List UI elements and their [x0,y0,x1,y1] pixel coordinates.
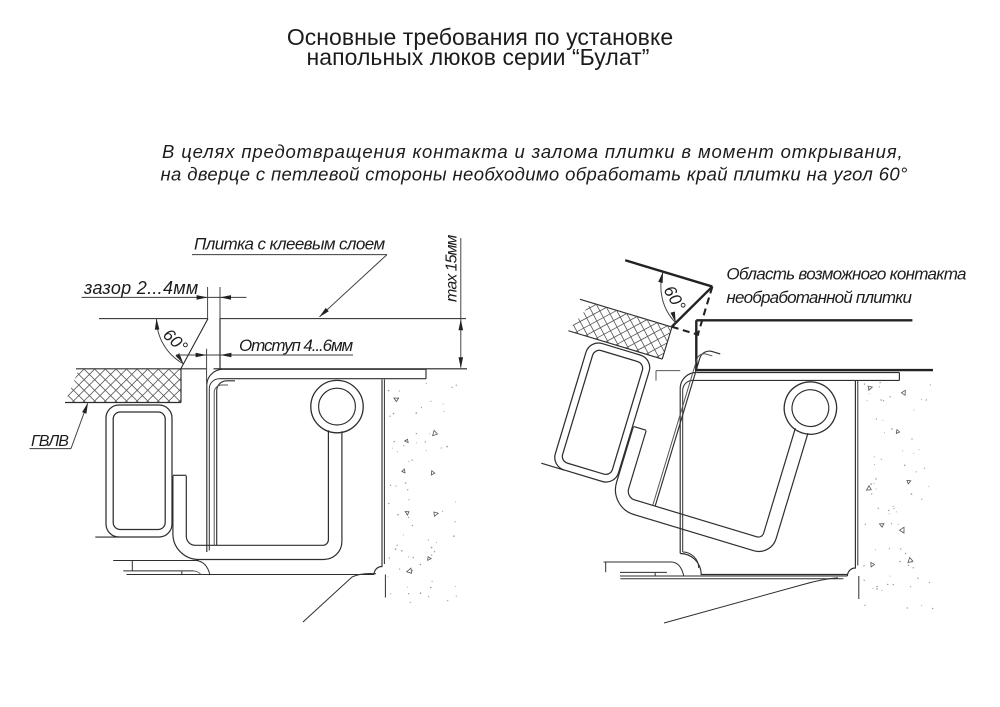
svg-text:max 15мм: max 15мм [444,235,461,302]
svg-text:необработанной плитки: необработанной плитки [726,288,912,307]
svg-text:Отступ 4...6мм: Отступ 4...6мм [239,336,353,355]
svg-text:Основные требования по установ: Основные требования по установке [287,24,673,50]
svg-text:зазор 2...4мм: зазор 2...4мм [83,278,199,298]
svg-text:на дверце с петлевой стороны н: на дверце с петлевой стороны необходимо … [161,164,908,185]
svg-text:Плитка с клеевым слоем: Плитка с клеевым слоем [194,235,385,254]
svg-text:напольных люков серии “Булат”: напольных люков серии “Булат” [307,44,650,70]
svg-text:В целях предотвращения контакт: В целях предотвращения контакта и залома… [162,141,903,162]
svg-text:Область возможного контакта: Область возможного контакта [726,265,966,284]
svg-text:ГВЛВ: ГВЛВ [31,433,69,450]
